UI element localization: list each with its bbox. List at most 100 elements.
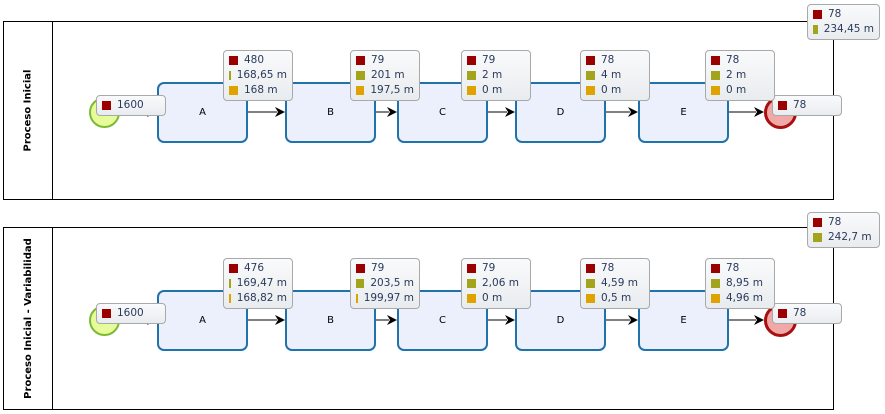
arrowhead-icon (754, 107, 764, 117)
end-stats-count-value: 78 (793, 99, 807, 111)
task-stats-E-time_b-swatch-icon (711, 294, 720, 303)
task-stats-D-time_a-swatch-icon (586, 71, 595, 80)
task-stats-D-count-row: 78 (586, 53, 644, 68)
task-stats-C-time_a-row: 2,06 m (467, 276, 525, 291)
task-stats-A[interactable]: 480 168,65 m 168 m (223, 50, 293, 101)
task-stats-B-time_a-row: 201 m (356, 68, 414, 83)
task-stats-D-time_b-row: 0,5 m (586, 291, 644, 306)
arrowhead-icon (387, 107, 397, 117)
task-stats-C-count-swatch-icon (467, 264, 476, 273)
task-stats-A-time_a-swatch-icon (229, 279, 231, 288)
start-stats[interactable]: 1600 (96, 95, 166, 116)
arrowhead-icon (628, 107, 638, 117)
task-stats-B-count-row: 79 (356, 53, 414, 68)
task-stats-A-time_b-swatch-icon (229, 86, 238, 95)
task-stats-C-time_b-row: 0 m (467, 291, 525, 306)
start-stats-count-swatch-icon (102, 309, 111, 318)
lane-label: Proceso Inicial (4, 22, 53, 199)
arrowhead-icon (275, 107, 285, 117)
start-stats-count-row: 1600 (102, 306, 160, 321)
task-stats-D-time_b-swatch-icon (586, 294, 595, 303)
task-stats-D-time_a-row: 4,59 m (586, 276, 644, 291)
task-stats-B-time_a-row: 203,5 m (356, 276, 414, 291)
task-stats-B-time_a-value: 201 m (371, 69, 405, 81)
task-stats-D-time_a-value: 4,59 m (601, 277, 638, 289)
task-stats-C-count-row: 79 (467, 261, 525, 276)
task-stats-C-time_a-swatch-icon (467, 279, 476, 288)
task-stats-C-time_b-swatch-icon (467, 294, 476, 303)
task-stats-B-time_a-swatch-icon (356, 71, 365, 80)
pool-stats-count-swatch-icon (813, 218, 822, 227)
task-stats-A-count-swatch-icon (229, 56, 238, 65)
task-stats-A-count-swatch-icon (229, 264, 238, 273)
task-stats-B-time_b-swatch-icon (356, 86, 365, 95)
task-stats-A-time_b-value: 168,82 m (236, 292, 287, 304)
arrowhead-icon (275, 315, 285, 325)
task-stats-A-time_b-swatch-icon (229, 294, 231, 303)
task-stats-D-time_b-value: 0,5 m (601, 292, 632, 304)
task-stats-D-time_b-swatch-icon (586, 86, 595, 95)
task-stats-A-time_a-value: 168,65 m (236, 69, 287, 81)
task-stats-A-count-value: 480 (244, 54, 265, 66)
task-stats-E-count-swatch-icon (711, 56, 720, 65)
end-stats[interactable]: 78 (772, 303, 842, 324)
task-stats-A-time_a-value: 169,47 m (236, 277, 287, 289)
task-stats-C-count-swatch-icon (467, 56, 476, 65)
start-stats-count-value: 1600 (117, 307, 144, 319)
start-stats-count-swatch-icon (102, 101, 111, 110)
task-stats-C-time_a-row: 2 m (467, 68, 525, 83)
arrowhead-icon (505, 107, 515, 117)
task-stats-D-time_b-value: 0 m (601, 84, 622, 96)
pool-stats-time-swatch-icon (813, 25, 818, 34)
task-stats-E-count-value: 78 (726, 54, 740, 66)
task-stats-D-time_a-swatch-icon (586, 279, 595, 288)
task-stats-E-time_a-value: 8,95 m (726, 277, 763, 289)
task-stats-C-time_b-swatch-icon (467, 86, 476, 95)
task-stats-A-count-value: 476 (244, 262, 265, 274)
task-stats-C-time_a-swatch-icon (467, 71, 476, 80)
task-stats-D-count-swatch-icon (586, 56, 595, 65)
task-stats-C-time_b-value: 0 m (482, 84, 503, 96)
end-stats-count-swatch-icon (778, 309, 787, 318)
task-stats-A-time_a-swatch-icon (229, 71, 231, 80)
task-stats-A-time_b-value: 168 m (244, 84, 278, 96)
arrowhead-icon (628, 315, 638, 325)
task-stats-B-time_b-row: 197,5 m (356, 83, 414, 98)
task-stats-B-count-row: 79 (356, 261, 414, 276)
task-stats-C-time_b-value: 0 m (482, 292, 503, 304)
task-stats-B-count-value: 79 (371, 262, 385, 274)
arrowhead-icon (387, 315, 397, 325)
start-stats-count-row: 1600 (102, 98, 160, 113)
task-stats-D-time_b-row: 0 m (586, 83, 644, 98)
pool-stats-time-value: 234,45 m (823, 23, 874, 35)
task-stats-C-count-value: 79 (482, 54, 496, 66)
task-stats-E-count-swatch-icon (711, 264, 720, 273)
lane-label: Proceso Inicial - Variabilidad (4, 228, 53, 409)
end-stats-count-value: 78 (793, 307, 807, 319)
end-stats[interactable]: 78 (772, 95, 842, 116)
task-stats-A[interactable]: 476 169,47 m 168,82 m (223, 258, 293, 309)
task-stats-B-count-swatch-icon (356, 264, 365, 273)
task-stats-A-count-row: 476 (229, 261, 287, 276)
task-stats-A-time_a-row: 168,65 m (229, 68, 287, 83)
start-stats-count-value: 1600 (117, 99, 144, 111)
task-stats-E-time_a-swatch-icon (711, 279, 720, 288)
start-stats[interactable]: 1600 (96, 303, 166, 324)
task-stats-B-time_a-value: 203,5 m (370, 277, 414, 289)
task-stats-E-time_a-swatch-icon (711, 71, 720, 80)
task-stats-E-time_a-value: 2 m (726, 69, 747, 81)
pool-stats-count-swatch-icon (813, 10, 822, 19)
task-stats-E-time_b-swatch-icon (711, 86, 720, 95)
task-stats-E-time_b-row: 4,96 m (711, 291, 769, 306)
pool-stats-time-row: 242,7 m (813, 230, 874, 245)
